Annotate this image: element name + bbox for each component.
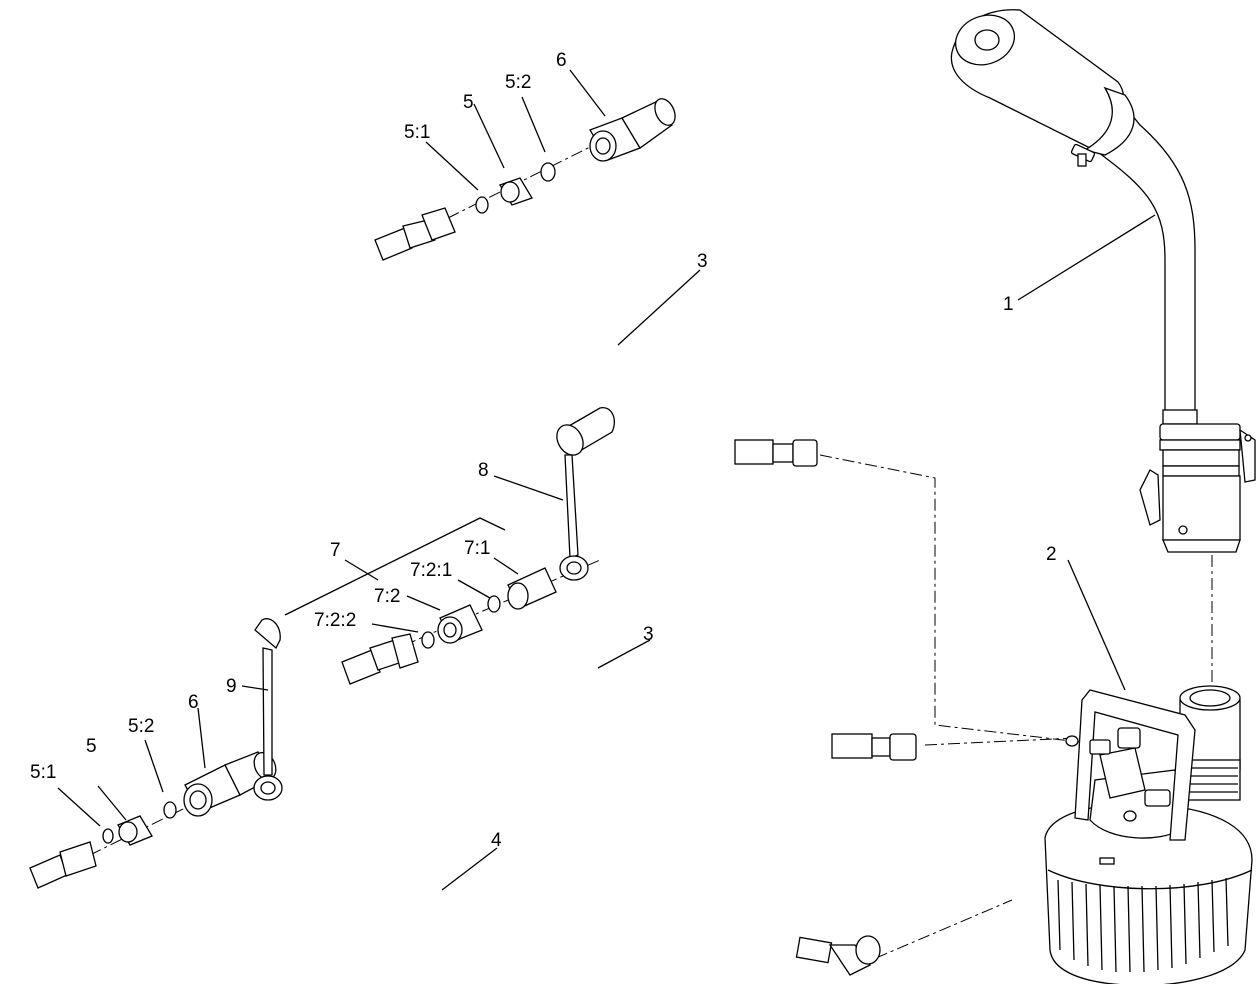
return-hose [7, 841, 881, 976]
alignment-lines [89, 141, 1213, 959]
callout-6-lower: 6 [188, 692, 199, 713]
callout-5-1-upper: 5:1 [404, 122, 430, 143]
group-7-bracket [284, 517, 506, 616]
dust-plug [253, 618, 283, 801]
callout-4: 4 [491, 830, 502, 851]
callout-7-2-2: 7:2:2 [314, 610, 356, 631]
callout-5-2-lower: 5:2 [128, 716, 154, 737]
middle-coupler-set [421, 567, 557, 649]
upper-coupler-set [475, 98, 676, 214]
callout-9: 9 [226, 676, 237, 697]
leader-lines [57, 69, 1156, 891]
lower-coupler-set [102, 751, 277, 846]
callout-3-lower: 3 [643, 624, 654, 645]
upper-hose [315, 207, 818, 467]
callout-8: 8 [478, 460, 489, 481]
dust-cap [556, 407, 615, 581]
callout-7-2: 7:2 [374, 586, 400, 607]
hydraulic-pump [1044, 685, 1253, 984]
callout-6-upper: 6 [556, 50, 567, 71]
lower-hose [299, 633, 917, 761]
callout-3-upper: 3 [697, 251, 708, 272]
callout-1: 1 [1003, 294, 1014, 315]
callout-5-upper: 5 [463, 92, 474, 113]
callout-7-2-1: 7:2:1 [410, 560, 452, 581]
callout-2: 2 [1046, 544, 1057, 565]
discharge-pipe [950, 9, 1256, 553]
callout-5-lower: 5 [86, 736, 97, 757]
callout-5-1-lower: 5:1 [30, 762, 56, 783]
callout-7-1: 7:1 [464, 538, 490, 559]
callout-labels: 1 2 3 3 4 5 5:1 5:2 6 5 5:1 5:2 6 7 7:1 … [30, 50, 1057, 851]
callout-7: 7 [330, 540, 341, 561]
callout-5-2-upper: 5:2 [505, 72, 531, 93]
